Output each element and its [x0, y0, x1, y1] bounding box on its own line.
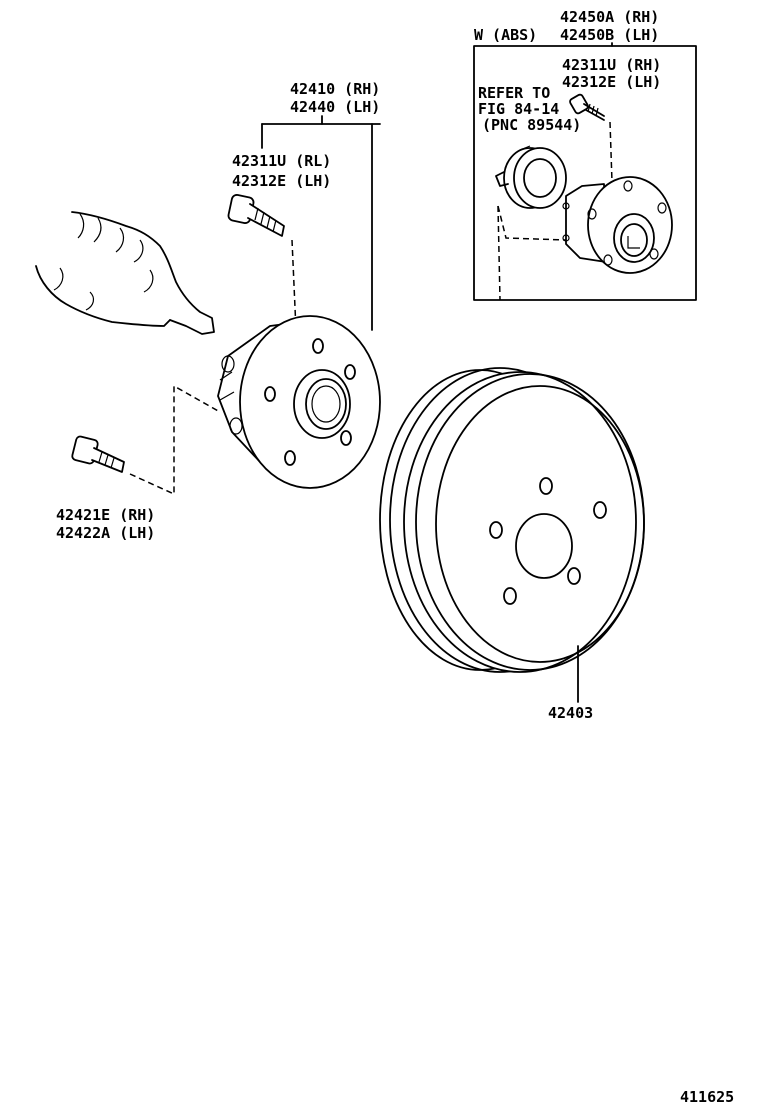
abs-bolt-rh-label: 42311U (RH): [562, 56, 661, 74]
abs-bolt-lh-label: 42312E (LH): [562, 73, 661, 91]
abs-inset-box: [473, 42, 697, 301]
hub-rh-label: 42410 (RH): [290, 80, 380, 98]
abs-hub-lh-label: 42450B (LH): [560, 26, 659, 44]
hub-bolt-lh-label: 42312E (LH): [232, 172, 331, 190]
hub-bolt-icon: [227, 194, 285, 237]
axle-hub-icon: [217, 315, 381, 489]
mounting-bolt-icon: [71, 435, 125, 473]
drum-label: 42403: [548, 704, 593, 722]
grease-application-icon: [35, 211, 215, 335]
abs-hub-bolt-icon: [569, 93, 605, 121]
abs-sensor-ring-icon: [495, 147, 567, 209]
hub-leader-bracket: [261, 115, 381, 331]
abs-hub-rh-label: 42450A (RH): [560, 8, 659, 26]
mount-bolt-lh-label: 42422A (LH): [56, 524, 155, 542]
abs-hub-assembly-icon: [562, 176, 673, 274]
hub-lh-label: 42440 (LH): [290, 98, 380, 116]
brake-drum-icon: [379, 367, 645, 673]
figure-number: 411625: [680, 1088, 734, 1106]
refer-line-3: (PNC 89544): [482, 116, 581, 134]
refer-line-2: FIG 84-14: [478, 100, 559, 118]
abs-box-title: W (ABS): [474, 26, 537, 44]
hub-bolt-rl-label: 42311U (RL): [232, 152, 331, 170]
mount-bolt-rh-label: 42421E (RH): [56, 506, 155, 524]
refer-line-1: REFER TO: [478, 84, 550, 102]
